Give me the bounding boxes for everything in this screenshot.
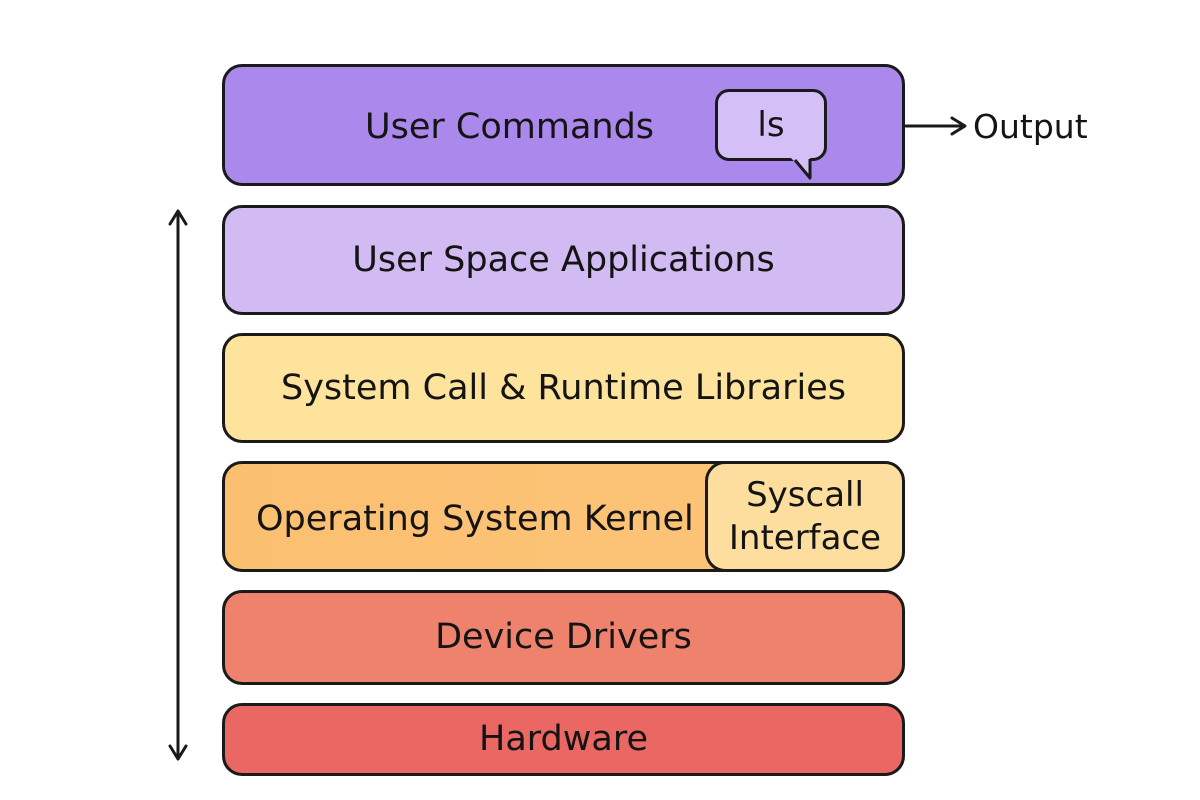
command-bubble: ls (715, 89, 827, 161)
layer-user-commands: User Commands (222, 64, 905, 186)
layer-label: System Call & Runtime Libraries (281, 367, 846, 408)
syscall-interface-line-2: Interface (728, 517, 882, 558)
layer-user-space-applications: User Space Applications (222, 205, 905, 315)
syscall-interface-line-1: Syscall (746, 475, 864, 515)
command-bubble-text: ls (757, 105, 785, 145)
layer-hardware: Hardware (222, 703, 905, 776)
speech-bubble-tail-icon (791, 158, 812, 180)
layer-label: Device Drivers (435, 617, 692, 657)
layer-operating-system-kernel: Operating System Kernel Syscall Interfac… (222, 461, 905, 572)
syscall-interface-box: Syscall Interface (705, 464, 902, 569)
layer-label: User Commands (365, 107, 655, 147)
layer-device-drivers: Device Drivers (222, 590, 905, 685)
layer-label: Hardware (479, 719, 648, 759)
double-headed-arrow-icon (168, 209, 188, 761)
layer-label: User Space Applications (352, 239, 775, 280)
layer-system-call-runtime-libraries: System Call & Runtime Libraries (222, 333, 905, 443)
layer-label: Operating System Kernel (256, 499, 694, 539)
output-label: Output (973, 107, 1088, 146)
right-arrow-icon (904, 116, 967, 136)
